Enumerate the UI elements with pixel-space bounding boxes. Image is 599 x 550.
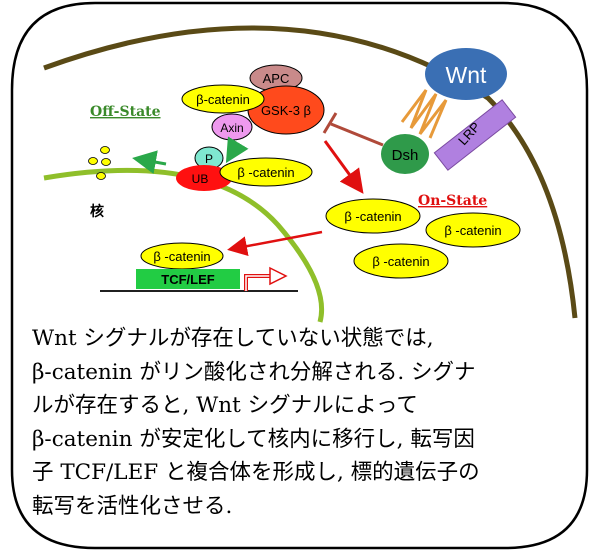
apc-label: APC — [263, 71, 290, 86]
degraded-fragments — [88, 146, 111, 180]
beta-catenin-stable-1 — [325, 198, 421, 234]
dsh-inhibition-line — [330, 122, 384, 147]
beta-catenin-stable-1-label: β -catenin — [344, 209, 401, 224]
tcf-lef-label: TCF/LEF — [161, 272, 214, 287]
panel-border — [10, 1, 589, 550]
ubiquitin — [176, 165, 232, 191]
caption-line-6: 転写を活性化させる. — [32, 493, 233, 519]
wnt-ligand — [425, 48, 507, 100]
beta-catenin-phosphorylated — [219, 157, 313, 187]
beta-catenin-stable-2-label: β -catenin — [444, 223, 501, 238]
ubiquitin-label: UB — [192, 172, 209, 186]
beta-catenin-complex — [181, 84, 265, 114]
caption-text: Wnt シグナルが存在していない状態では, β-catenin がリン酸化され分… — [32, 322, 572, 523]
beta-catenin-complex-label: β-catenin — [196, 92, 250, 107]
gsk3b-label: GSK-3 β — [261, 103, 311, 118]
dsh-inhibition-bar — [322, 112, 338, 134]
nucleus-label: 核 — [90, 203, 104, 220]
nuclear-translocation-arrow — [227, 230, 323, 257]
caption-line-2: β-catenin がリン酸化され分解される. シグナ — [32, 359, 476, 385]
nuclear-membrane — [43, 167, 325, 323]
caption-line-3: ルが存在すると, Wnt シグナルによって — [32, 393, 418, 418]
dsh-label: Dsh — [392, 147, 419, 164]
axin-label: Axin — [220, 121, 243, 135]
beta-catenin-nuclear-label: β -catenin — [153, 249, 210, 264]
beta-catenin-phosphorylated-label: β -catenin — [237, 165, 294, 180]
phosphate-label: P — [205, 152, 213, 166]
tcf-lef-box — [136, 269, 240, 289]
degradation-arrow — [132, 150, 167, 174]
off-state-label: Off-State — [90, 104, 161, 120]
caption-line-5: 子 TCF/LEF と複合体を形成し, 標的遺伝子の — [32, 460, 480, 485]
transcription-start-icon — [244, 266, 288, 291]
beta-catenin-stable-3 — [353, 243, 449, 279]
wnt-label: Wnt — [446, 62, 488, 88]
phosphorylation-arrow — [225, 136, 249, 164]
stabilization-arrow — [323, 140, 364, 194]
dsh-protein — [381, 134, 429, 174]
on-state-label: On-State — [418, 193, 487, 209]
lrp-receptor — [433, 99, 517, 171]
frizzled-receptor — [400, 89, 448, 139]
beta-catenin-stable-2 — [425, 212, 521, 248]
caption-line-1: Wnt シグナルが存在していない状態では, — [32, 326, 434, 351]
beta-catenin-stable-3-label: β -catenin — [372, 254, 429, 269]
caption-line-4: β-catenin が安定化して核内に移行し, 転写因 — [32, 426, 475, 452]
